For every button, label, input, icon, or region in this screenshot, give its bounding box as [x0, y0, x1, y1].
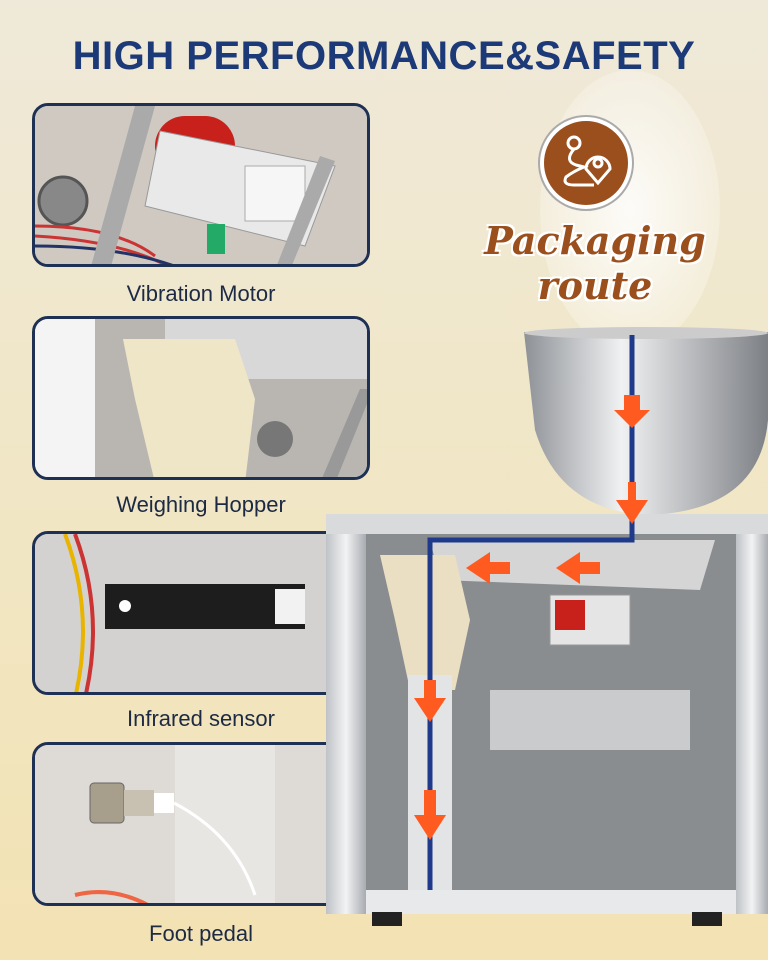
weighing-hopper-illustration [35, 319, 367, 477]
foot-pedal-illustration [35, 745, 367, 903]
infrared-sensor-label: Infrared sensor [127, 706, 275, 731]
vibration-motor-label: Vibration Motor [126, 281, 276, 306]
weighing-hopper-label: Weighing Hopper [116, 492, 286, 517]
machine-top-plate [326, 514, 768, 534]
foot-pedal-photo [32, 742, 370, 906]
weighing-hopper-photo [32, 316, 370, 480]
infrared-sensor-photo [32, 531, 370, 695]
vibration-motor-illustration [35, 106, 367, 264]
page-title: HIGH PERFORMANCE&SAFETY [72, 34, 696, 78]
route-pin-icon [540, 117, 632, 209]
vibration-motor-photo [32, 103, 370, 267]
hopper-bowl [524, 327, 768, 515]
powder-cloud [540, 70, 720, 350]
infrared-sensor-illustration [35, 534, 367, 692]
route-arrows [414, 395, 650, 840]
packaging-route-label: Packaging route [484, 218, 706, 308]
foot-pedal-label: Foot pedal [149, 921, 253, 946]
